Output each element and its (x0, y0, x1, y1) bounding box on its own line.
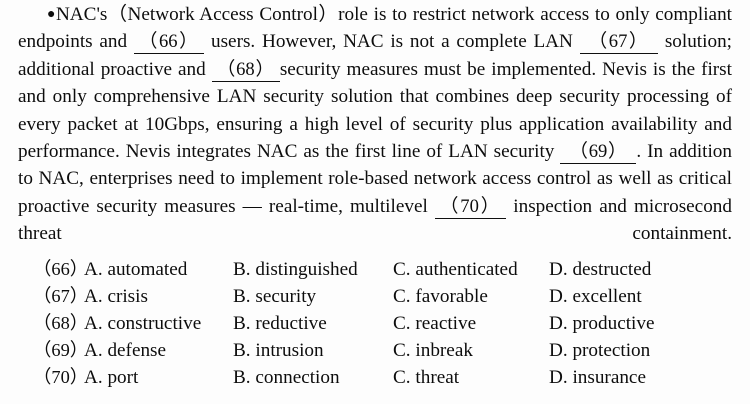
passage-text-segment-1: NAC's（Network Access Control）role is to … (18, 4, 732, 53)
options-list: （66） A. automated B. distinguished C. au… (0, 256, 750, 391)
option-67-b[interactable]: B. security (233, 286, 317, 307)
option-70-c[interactable]: C. threat (393, 367, 460, 388)
option-66-a[interactable]: A. automated (84, 259, 188, 280)
option-67-c[interactable]: C. favorable (393, 286, 488, 307)
question-number-69: （69） (33, 340, 89, 360)
option-row-67: （67） A. crisis B. security C. favorable … (0, 283, 750, 310)
blank-68[interactable]: （68） (211, 58, 280, 82)
option-row-66: （66） A. automated B. distinguished C. au… (0, 256, 750, 283)
blank-70[interactable]: （70） (434, 195, 507, 219)
option-69-c[interactable]: C. inbreak (393, 340, 473, 361)
option-70-d[interactable]: D. insurance (549, 367, 646, 388)
option-row-70: （70） A. port B. connection C. threat D. … (0, 364, 750, 391)
passage-text-segment-5: . In addition to NAC, enterprises need t… (18, 141, 732, 217)
blank-67[interactable]: （67） (579, 31, 659, 55)
passage-paragraph: ●NAC's（Network Access Control）role is to… (18, 1, 732, 248)
blank-69[interactable]: （69） (560, 141, 637, 165)
passage-text-segment-3: solution; additional proactive and (18, 31, 732, 80)
bullet-icon: ● (47, 7, 56, 22)
option-68-c[interactable]: C. reactive (393, 313, 477, 334)
option-68-a[interactable]: A. constructive (84, 313, 202, 334)
option-69-b[interactable]: B. intrusion (233, 340, 324, 361)
option-70-a[interactable]: A. port (84, 367, 139, 388)
blank-66[interactable]: （66） (133, 31, 205, 55)
passage-text-segment-2: users. However, NAC is not a complete LA… (204, 31, 580, 53)
option-67-a[interactable]: A. crisis (84, 286, 148, 307)
option-67-d[interactable]: D. excellent (549, 286, 642, 307)
option-66-d[interactable]: D. destructed (549, 259, 652, 280)
option-66-b[interactable]: B. distinguished (233, 259, 358, 280)
option-66-c[interactable]: C. authenticated (393, 259, 518, 280)
option-70-b[interactable]: B. connection (233, 367, 340, 388)
option-69-a[interactable]: A. defense (84, 340, 167, 361)
passage-text-segment-6: inspection and microsecond threat contai… (18, 195, 732, 245)
question-number-70: （70） (33, 367, 89, 387)
option-68-b[interactable]: B. reductive (233, 313, 327, 334)
option-row-69: （69） A. defense B. intrusion C. inbreak … (0, 337, 750, 364)
option-69-d[interactable]: D. protection (549, 340, 651, 361)
passage-body: ●NAC's（Network Access Control）role is to… (18, 1, 732, 248)
question-number-68: （68） (33, 313, 89, 333)
option-68-d[interactable]: D. productive (549, 313, 655, 334)
question-number-67: （67） (33, 286, 89, 306)
option-row-68: （68） A. constructive B. reductive C. rea… (0, 310, 750, 337)
question-number-66: （66） (33, 259, 89, 279)
passage-text-segment-4: security measures must be implemented. N… (18, 58, 732, 163)
